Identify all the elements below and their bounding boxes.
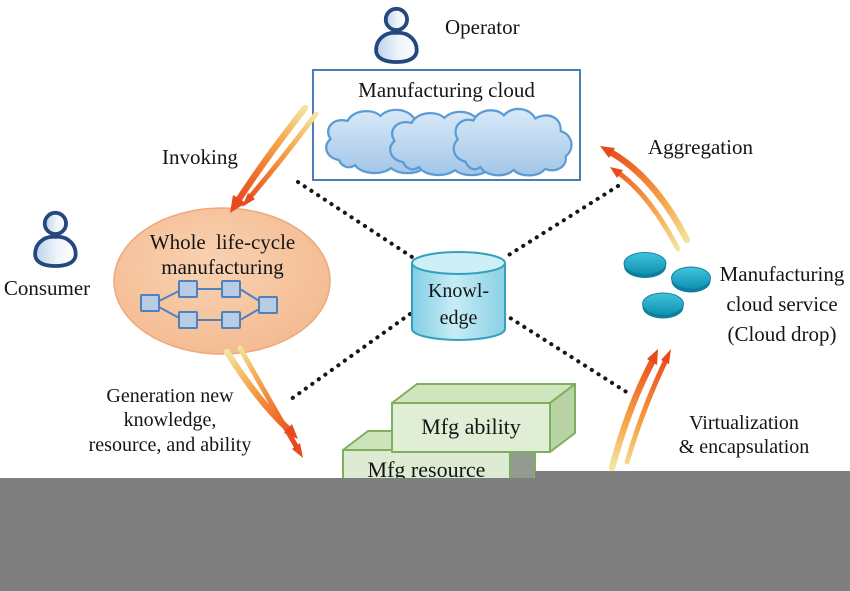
- arrowhead: [661, 349, 671, 364]
- invoking-label: Invoking: [162, 145, 238, 169]
- cloud-drop-icon: [642, 292, 684, 319]
- flow-square: [221, 280, 241, 298]
- virtualization-arrows: [608, 349, 671, 472]
- cloud-drop-icon: [623, 252, 667, 278]
- dotted-line-aggregation-knowledge: [502, 184, 620, 260]
- flow-square: [140, 294, 160, 312]
- gray-bar-right-step: [535, 471, 850, 481]
- consumer-person-icon: [33, 210, 78, 268]
- virtualization-label-line2: & encapsulation: [678, 436, 810, 459]
- mfg-ability-label: Mfg ability: [421, 414, 521, 439]
- dotted-connectors: [285, 180, 630, 404]
- flow-square: [258, 296, 278, 314]
- cloud-service-label-line2: cloud service: [726, 291, 838, 316]
- generation-label: Generation new knowledge, resource, and …: [75, 384, 265, 457]
- generation-arrows: [223, 345, 303, 458]
- arrowhead: [284, 424, 298, 439]
- dotted-line-knowledge-lifecycle: [285, 312, 412, 404]
- arrowhead: [647, 349, 658, 365]
- arrowhead: [600, 146, 615, 158]
- cloud-box-title: Manufacturing cloud: [358, 78, 535, 102]
- lifecycle-label-line1: Whole life-cycle: [149, 230, 296, 254]
- dotted-line-knowledge-virtualization: [502, 312, 630, 395]
- flow-square: [178, 311, 198, 329]
- cloud-service-label: Manufacturing cloud service (Cloud drop): [712, 260, 850, 349]
- arrowhead: [610, 167, 623, 178]
- arrowhead: [230, 195, 246, 213]
- cloud-drop-icons: [623, 252, 711, 319]
- arrowhead: [292, 443, 303, 458]
- aggregation-label: Aggregation: [648, 135, 753, 159]
- knowledge-label-line2: edge: [439, 307, 478, 329]
- lifecycle-label: Whole life-cycle manufacturing: [115, 230, 330, 280]
- operator-person-icon: [374, 6, 419, 64]
- mfg-resource-label: Mfg resource: [367, 457, 486, 482]
- gray-bar: [0, 478, 850, 591]
- cloud-drop-icon: [671, 266, 711, 293]
- workflow-mini-diagram: [140, 280, 278, 329]
- generation-label-line2: knowledge,: [123, 409, 217, 432]
- generation-label-line3: resource, and ability: [88, 433, 252, 456]
- virtualization-label: Virtualization & encapsulation: [665, 411, 823, 460]
- cloud-service-label-line1: Manufacturing: [719, 262, 845, 286]
- arrowhead: [242, 193, 255, 207]
- cloud-service-label-line3: (Cloud drop): [727, 321, 837, 346]
- knowledge-label-line1: Knowl-: [427, 280, 490, 302]
- invoking-arrows: [230, 104, 319, 213]
- flow-square: [178, 280, 198, 298]
- database-cylinder-icon: [411, 251, 506, 341]
- generation-label-line1: Generation new: [106, 385, 234, 407]
- dotted-line-cloudbox-knowledge: [296, 180, 414, 259]
- virtualization-label-line1: Virtualization: [689, 412, 799, 434]
- mfg-ability-box: [391, 383, 576, 453]
- flow-square: [221, 311, 241, 329]
- operator-label: Operator: [445, 15, 520, 39]
- cloud-icons: [325, 107, 573, 177]
- cloud-icon: [452, 107, 573, 177]
- lifecycle-label-line2: manufacturing: [161, 255, 284, 280]
- aggregation-arrows: [600, 146, 691, 252]
- knowledge-label: Knowl- edge: [412, 278, 505, 332]
- consumer-label: Consumer: [3, 276, 91, 300]
